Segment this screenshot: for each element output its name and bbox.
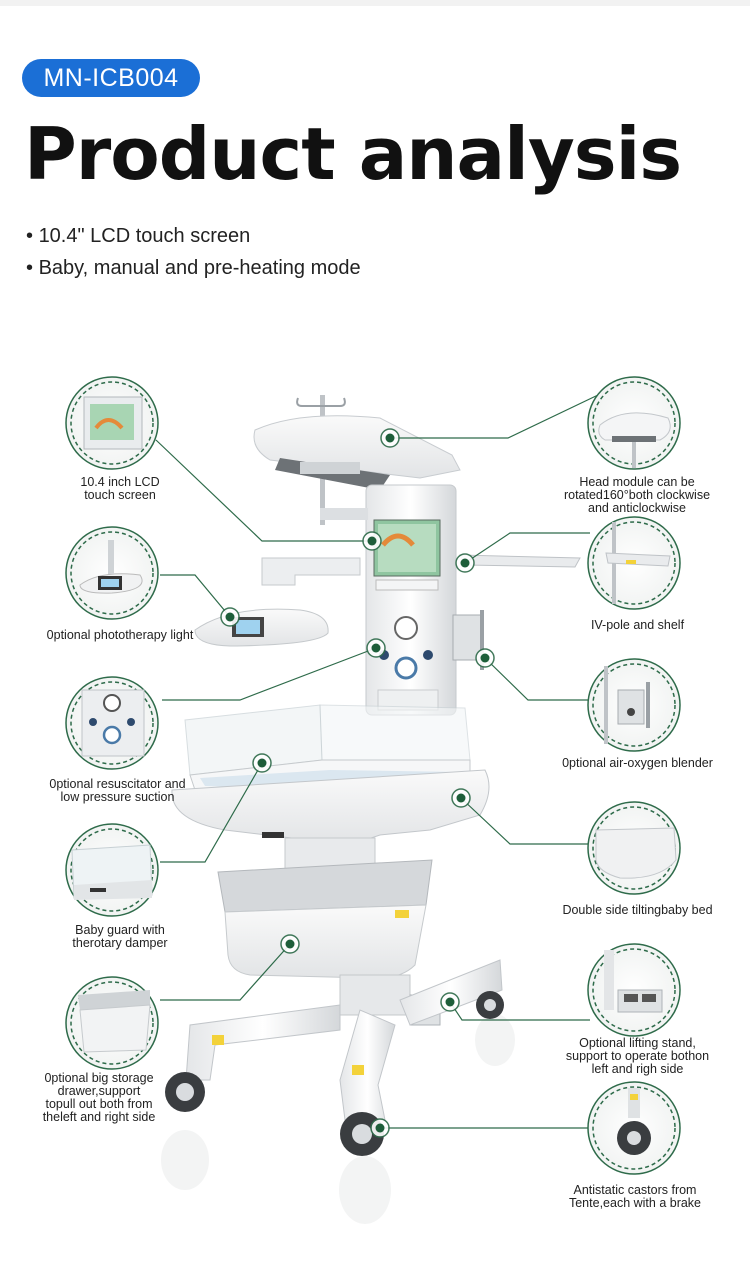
marker-tilting-bed [451, 788, 471, 808]
detail-bubble-storage [65, 976, 159, 1070]
marker-resuscitator [366, 638, 386, 658]
marker-storage [280, 934, 300, 954]
top-strip [0, 0, 750, 6]
callout-resuscitator: 0ptional resuscitator and low pressure s… [49, 777, 186, 804]
callout-castors: Antistatic castors from Tente,each with … [568, 1183, 702, 1210]
callout-markers [220, 428, 495, 1138]
feature-item: 10.4" LCD touch screen [26, 220, 361, 252]
callout-lifting-stand: Optional lifting stand, support to opera… [565, 1036, 710, 1076]
feature-list: 10.4" LCD touch screen Baby, manual and … [26, 220, 361, 284]
incubator-illustration [161, 395, 581, 1224]
detail-bubble-air-oxygen [587, 658, 681, 752]
detail-bubble-castors [587, 1081, 681, 1175]
marker-air-oxygen [475, 648, 495, 668]
detail-bubble-lcd [65, 376, 159, 470]
callout-tilting-bed: Double side tiltingbaby bed [562, 903, 713, 917]
callout-iv-pole: IV-pole and shelf [590, 618, 685, 632]
feature-item: Baby, manual and pre-heating mode [26, 252, 361, 284]
callout-head-module: Head module can be rotated160°both clock… [563, 475, 711, 515]
marker-baby-guard [252, 753, 272, 773]
detail-bubble-tilting-bed [587, 801, 681, 895]
detail-bubble-head-module [587, 376, 681, 470]
callout-lcd: 10.4 inch LCD touch screen [80, 475, 160, 502]
detail-bubble-phototherapy [65, 526, 159, 620]
page-title: Product analysis [24, 112, 682, 196]
callout-air-oxygen: 0ptional air-oxygen blender [562, 756, 713, 770]
marker-phototherapy [220, 607, 240, 627]
callout-lines [155, 394, 599, 1129]
detail-bubble-baby-guard [65, 823, 159, 917]
model-badge: MN-ICB004 [22, 59, 200, 97]
detail-bubble-iv-pole [587, 516, 681, 610]
marker-lcd [362, 531, 382, 551]
marker-iv-pole [455, 553, 475, 573]
marker-lifting-stand [440, 992, 460, 1012]
callout-baby-guard: Baby guard with therotary damper [72, 923, 168, 950]
detail-bubble-resuscitator [65, 676, 159, 770]
detail-bubble-lifting-stand [587, 943, 681, 1037]
marker-head-module [380, 428, 400, 448]
callout-phototherapy: 0ptional phototherapy light [46, 628, 194, 642]
marker-castors [370, 1118, 390, 1138]
callout-storage: 0ptional big storage drawer,support topu… [42, 1071, 156, 1124]
